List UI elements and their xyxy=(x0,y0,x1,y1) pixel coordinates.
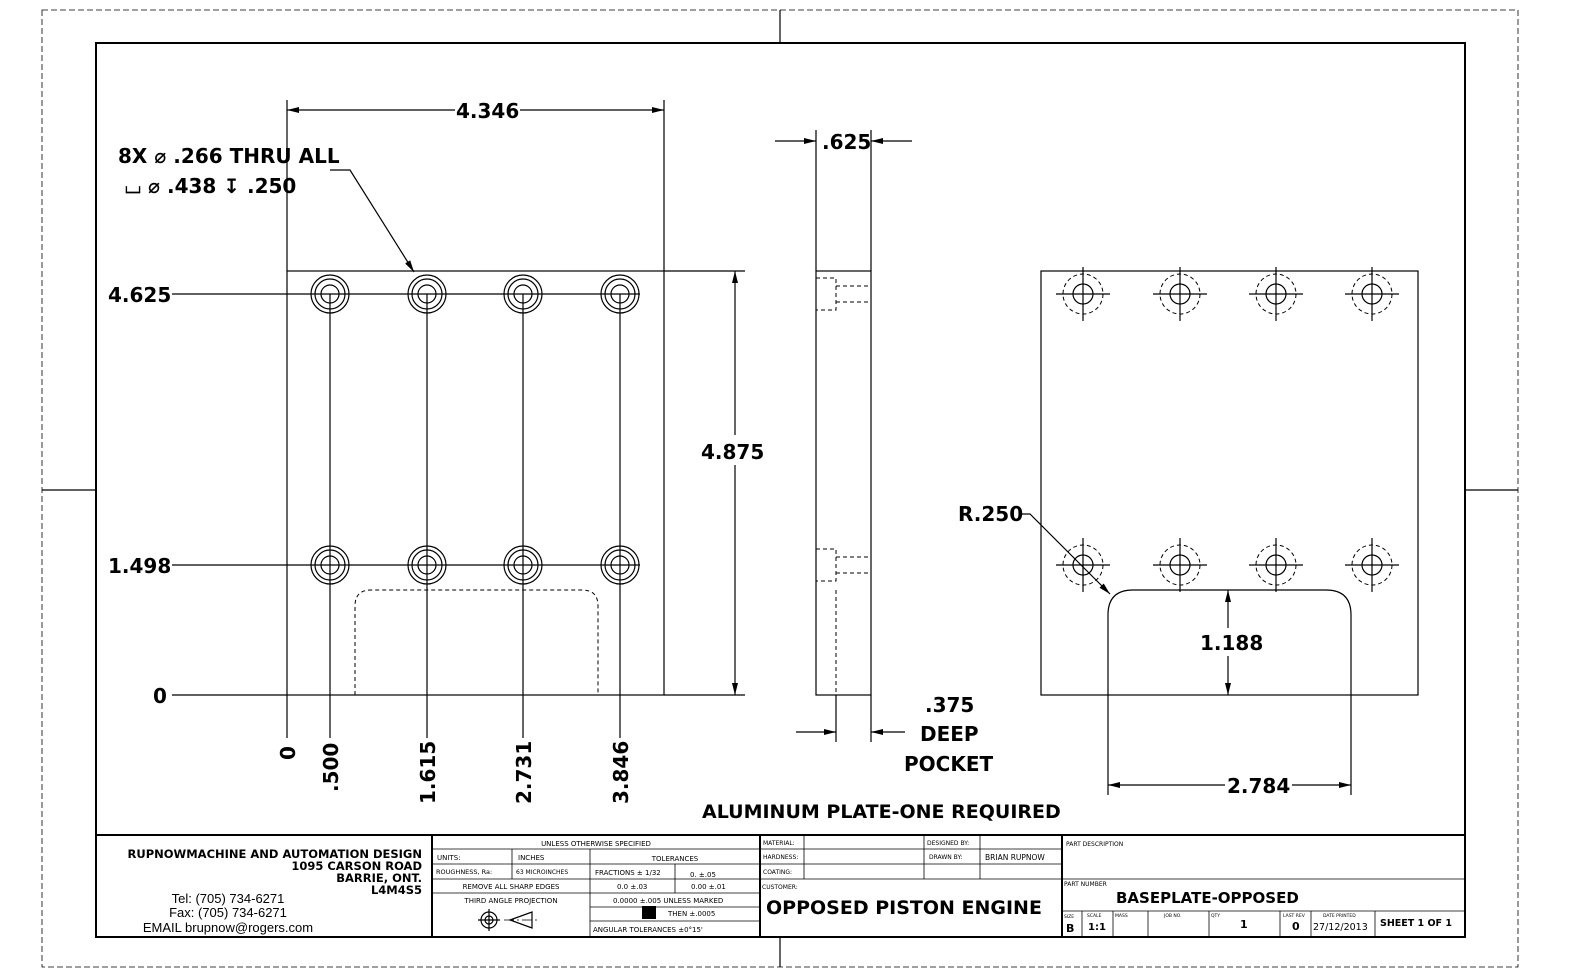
checker-icon xyxy=(642,906,656,919)
tol-then: THEN ±.0005 xyxy=(667,910,715,918)
ordinate-x-2731: 2.731 xyxy=(512,741,536,804)
dim-width: 4.346 xyxy=(456,99,519,123)
dim-height: 4.875 xyxy=(701,440,764,464)
pocket-depth-deep: DEEP xyxy=(920,722,979,746)
note-leader xyxy=(330,169,415,273)
front-view: 4.625 1.498 0 0 .500 1.615 2.731 3.846 4… xyxy=(108,99,764,804)
tol-three-place: 0.00 ±.01 xyxy=(691,883,726,891)
tol-one-place: 0. ±.05 xyxy=(690,871,716,879)
ordinate-y-4625: 4.625 xyxy=(108,283,171,307)
through-hole xyxy=(1153,538,1207,592)
company-name: RUPNOWMACHINE AND AUTOMATION DESIGN xyxy=(128,847,422,861)
back-view: 1.188 2.784 R.250 xyxy=(958,267,1419,798)
drawn-by-value: BRIAN RUPNOW xyxy=(985,853,1045,862)
sheet-number: SHEET 1 OF 1 xyxy=(1380,918,1452,929)
drawn-by-label: DRAWN BY: xyxy=(929,854,962,861)
size-label: SIZE xyxy=(1064,914,1074,920)
qty-label: QTY xyxy=(1211,913,1220,919)
part-number-label: PART NUMBER xyxy=(1064,881,1107,888)
ordinate-x-3846: 3.846 xyxy=(609,741,633,804)
units-value: INCHES xyxy=(518,854,545,862)
hardness-label: HARDNESS: xyxy=(763,854,798,861)
through-hole xyxy=(1056,267,1110,321)
company-street: 1095 CARSON ROAD xyxy=(291,859,422,873)
last-rev-value: 0 xyxy=(1292,920,1300,933)
hidden-pocket xyxy=(354,589,599,695)
ordinate-x-500: .500 xyxy=(319,743,343,792)
mass-label: MASS xyxy=(1115,913,1128,919)
company-email: EMAIL brupnow@rogers.com xyxy=(143,920,313,935)
dim-thickness: .625 xyxy=(822,130,871,154)
unless-specified: UNLESS OTHERWISE SPECIFIED xyxy=(541,840,651,848)
tol-two-place: 0.0 ±.03 xyxy=(617,883,647,891)
tol-fractions: FRACTIONS ± 1/32 xyxy=(595,869,661,877)
part-number: BASEPLATE-OPPOSED xyxy=(1116,889,1299,907)
coating-label: COATING: xyxy=(763,869,792,876)
dim-radius: R.250 xyxy=(958,502,1023,526)
units-label: UNITS: xyxy=(437,854,461,862)
part-description-label: PART DESCRIPTION xyxy=(1066,841,1123,848)
hole-note-line1: 8X ⌀ .266 THRU ALL xyxy=(118,144,340,168)
projection-label: THIRD ANGLE PROJECTION xyxy=(463,897,557,905)
ordinate-x-1615: 1.615 xyxy=(416,741,440,804)
roughness-label: ROUGHNESS, Ra: xyxy=(436,868,492,876)
job-no-label: JOB NO. xyxy=(1163,913,1182,919)
remove-sharp-edges: REMOVE ALL SHARP EDGES xyxy=(463,883,560,891)
material-label: MATERIAL: xyxy=(763,840,795,847)
angular-tolerances: ANGULAR TOLERANCES ±0°15' xyxy=(593,926,703,934)
scale-label: SCALE xyxy=(1087,913,1102,919)
title-block: RUPNOWMACHINE AND AUTOMATION DESIGN 1095… xyxy=(96,834,1465,937)
date-printed-label: DATE PRINTED xyxy=(1323,913,1356,919)
company-fax: Fax: (705) 734-6271 xyxy=(169,905,287,920)
customer-value: OPPOSED PISTON ENGINE xyxy=(766,897,1042,919)
tolerances-header: TOLERANCES xyxy=(651,855,699,863)
size-value: B xyxy=(1066,922,1074,935)
company-city: BARRIE, ONT. xyxy=(336,871,422,885)
company-postal: L4M4S5 xyxy=(371,883,422,897)
roughness-value: 63 MICROINCHES xyxy=(516,869,568,876)
tol-four-place: 0.0000 ±.005 UNLESS MARKED xyxy=(613,897,723,905)
through-hole xyxy=(1249,538,1303,592)
customer-label: CUSTOMER: xyxy=(762,884,798,891)
through-hole xyxy=(1056,538,1110,592)
company-tel: Tel: (705) 734-6271 xyxy=(172,891,285,906)
pocket-depth-pocket: POCKET xyxy=(904,752,993,776)
pocket-depth-value: .375 xyxy=(925,693,974,717)
ordinate-y-0: 0 xyxy=(153,684,167,708)
ordinate-y-1498: 1.498 xyxy=(108,554,171,578)
scale-value: 1:1 xyxy=(1088,922,1106,933)
dim-pocket-width: 2.784 xyxy=(1227,774,1290,798)
general-note: ALUMINUM PLATE-ONE REQUIRED xyxy=(702,801,1061,823)
ordinate-x-0: 0 xyxy=(276,746,300,760)
side-view: .625 .375 DEEP POCKET xyxy=(775,130,993,776)
third-angle-projection-icon xyxy=(478,909,538,931)
dim-pocket-height: 1.188 xyxy=(1200,631,1263,655)
through-hole xyxy=(1345,267,1399,321)
date-printed-value: 27/12/2013 xyxy=(1313,922,1368,933)
qty-value: 1 xyxy=(1240,918,1248,931)
hole-note-line2: ⌴ ⌀ .438 ↧ .250 xyxy=(125,174,296,198)
through-hole xyxy=(1345,538,1399,592)
sheet-border xyxy=(41,9,1519,968)
through-hole xyxy=(1153,267,1207,321)
designed-by-label: DESIGNED BY: xyxy=(927,840,969,847)
last-rev-label: LAST REV xyxy=(1283,913,1306,919)
through-hole xyxy=(1249,267,1303,321)
